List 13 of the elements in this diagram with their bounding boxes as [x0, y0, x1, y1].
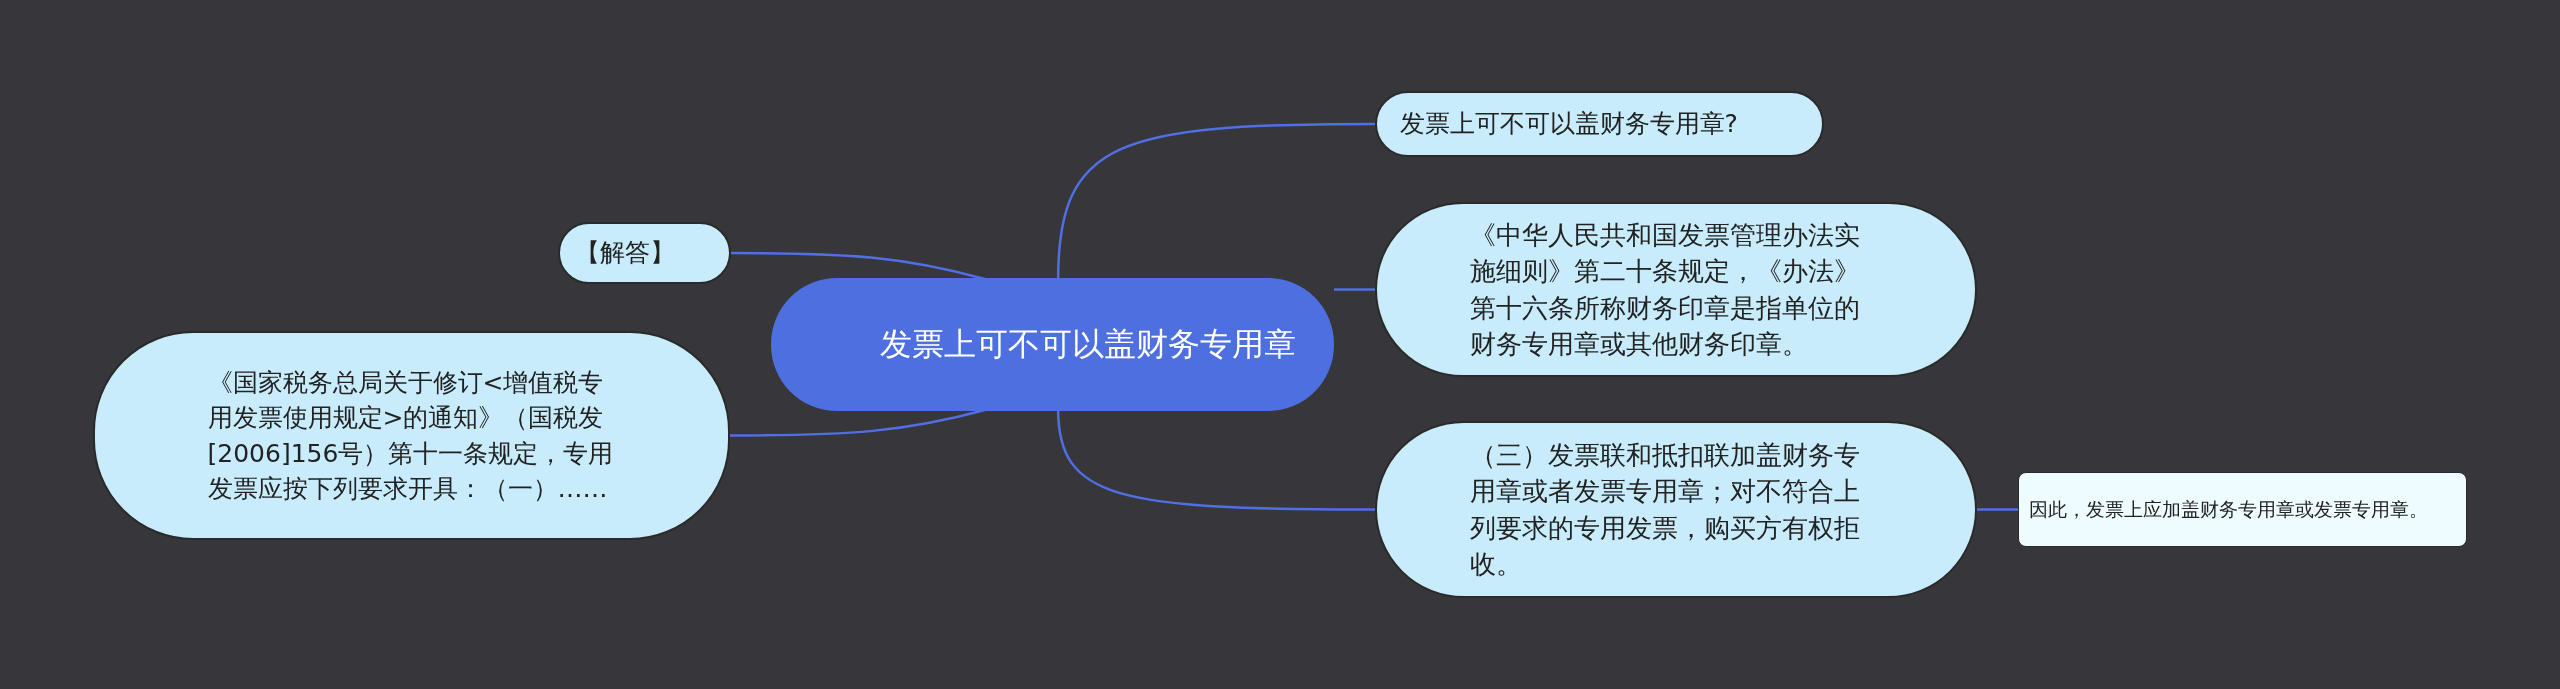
- topic-bubble: 《中华人民共和国发票管理办法实施细则》第二十条规定，《办法》第十六条所称财务印章是指单位的财务专用章或其他财务印章。: [1375, 202, 1977, 377]
- note-box: 因此，发票上应加盖财务专用章或发票专用章。: [2018, 472, 2467, 547]
- topic-bubble: （三）发票联和抵扣联加盖财务专用章或者发票专用章；对不符合上列要求的专用发票，购买方有权拒收。: [1375, 421, 1977, 598]
- connector-line: [1334, 288, 1375, 291]
- topic-bubble: 《国家税务总局关于修订<增值税专用发票使用规定>的通知》（国税发[2006]156号）第十一条规定，专用发票应按下列要求开具：（一）……: [93, 331, 730, 540]
- connector-line: [1056, 408, 1375, 511]
- topic-bubble: 【解答】: [558, 222, 731, 284]
- connector-line: [1977, 508, 2018, 511]
- connector-line: [731, 251, 986, 281]
- connector-line: [1056, 122, 1375, 281]
- connector-line: [730, 408, 986, 437]
- topic-bubble: 发票上可不可以盖财务专用章?: [1375, 91, 1824, 157]
- central-topic-bubble: 发票上可不可以盖财务专用章: [771, 278, 1334, 411]
